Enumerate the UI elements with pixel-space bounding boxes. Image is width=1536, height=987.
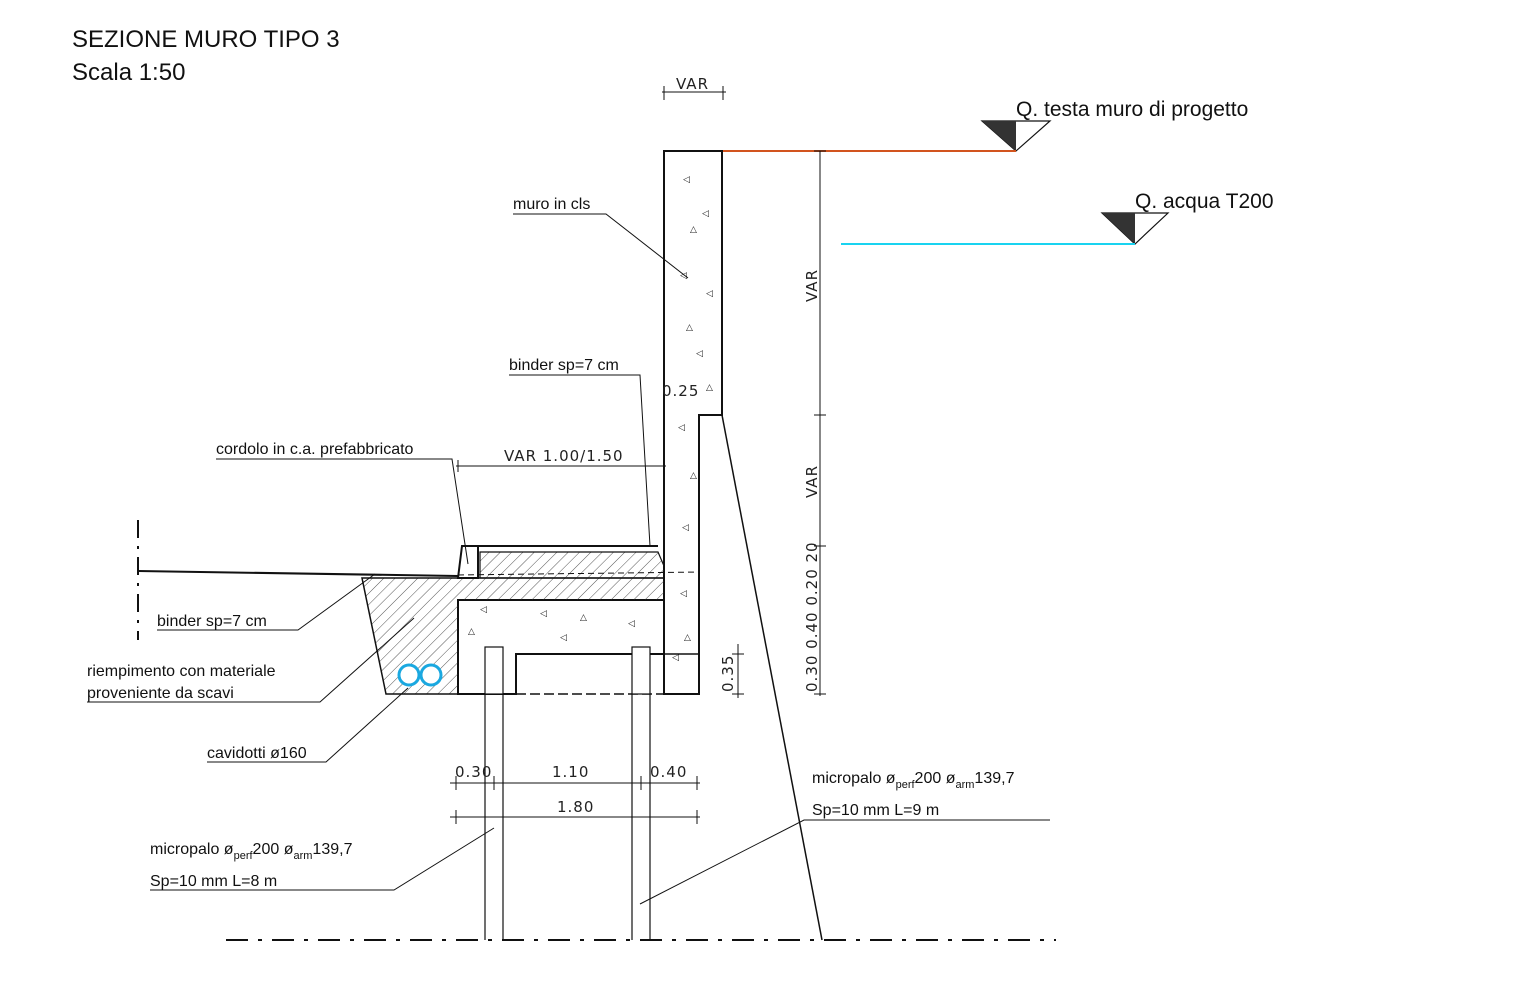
svg-text:△: △ [690, 471, 698, 481]
svg-text:△: △ [580, 613, 588, 623]
label-micropile-right-line1: micropalo øperf200 øarm139,7 [812, 770, 1015, 791]
svg-text:△: △ [686, 323, 694, 333]
inclined-ground-line [721, 414, 823, 941]
conduit-pair [397, 663, 443, 687]
label-fill-line2: proveniente da scavi [87, 685, 234, 702]
label-conduits: cavidotti ø160 [207, 687, 409, 763]
road-surface [137, 520, 701, 640]
slab-width-dimension: VAR 1.00/1.50 [456, 447, 666, 472]
svg-text:◁: ◁ [628, 619, 636, 629]
label-fill: riempimento con materiale proveniente da… [87, 617, 415, 703]
right-upper-var-label: VAR [803, 269, 821, 302]
svg-text:◁: ◁ [682, 523, 690, 533]
label-binder-top-text: binder sp=7 cm [509, 357, 619, 374]
label-binder-left-text: binder sp=7 cm [157, 613, 267, 630]
water-level-marker: Q. acqua T200 [841, 190, 1274, 245]
label-conduits-text: cavidotti ø160 [207, 745, 307, 762]
footing-total-label: 1.80 [557, 798, 594, 816]
label-micropile-left-line1: micropalo øperf200 øarm139,7 [150, 841, 353, 862]
svg-text:◁: ◁ [706, 289, 714, 299]
right-vertical-dimension: VAR VAR 0.30 0.40 0.20 20 [803, 150, 826, 696]
pile-left-offset-label: 0.30 [455, 763, 492, 781]
drawing-title: SEZIONE MURO TIPO 3 [72, 26, 340, 53]
svg-text:◁: ◁ [680, 271, 688, 281]
footing-height-dimension: 0.35 [719, 644, 744, 698]
svg-text:◁: ◁ [678, 423, 686, 433]
label-micropile-left: micropalo øperf200 øarm139,7 Sp=10 mm L=… [150, 827, 495, 891]
svg-text:△: △ [690, 225, 698, 235]
label-curb: cordolo in c.a. prefabbricato [216, 441, 469, 565]
wall-head-level-label: Q. testa muro di progetto [1016, 98, 1248, 121]
label-binder-top: binder sp=7 cm [509, 357, 651, 547]
label-micropile-right: micropalo øperf200 øarm139,7 Sp=10 mm L=… [639, 770, 1050, 905]
label-micropile-right-line2: Sp=10 mm L=9 m [812, 802, 939, 819]
drawing-scale: Scala 1:50 [72, 59, 185, 86]
svg-text:◁: ◁ [702, 209, 710, 219]
svg-text:◁: ◁ [540, 609, 548, 619]
wall-thickness-label: 0.25 [662, 382, 699, 400]
svg-text:◁: ◁ [683, 175, 691, 185]
footing-height-label: 0.35 [719, 655, 737, 692]
micropile-left [484, 646, 504, 940]
top-width-label: VAR [676, 75, 709, 93]
label-wall-text: muro in cls [513, 196, 590, 213]
label-fill-line1: riempimento con materiale [87, 663, 276, 680]
right-lower-var-label: VAR [803, 465, 821, 498]
label-wall: muro in cls [513, 196, 689, 279]
pile-right-offset-label: 0.40 [650, 763, 687, 781]
pile-spacing-dimensions: 0.30 1.10 0.40 1.80 [450, 763, 700, 824]
svg-text:△: △ [684, 633, 692, 643]
svg-text:◁: ◁ [680, 589, 688, 599]
footing-slab: ◁ ◁ △ ◁ △ ◁ [457, 599, 699, 695]
slab-width-label: VAR 1.00/1.50 [504, 447, 624, 465]
micropile-right [631, 646, 651, 940]
svg-text:◁: ◁ [672, 653, 680, 663]
label-binder-left: binder sp=7 cm [157, 573, 376, 631]
svg-text:△: △ [468, 627, 476, 637]
label-curb-text: cordolo in c.a. prefabbricato [216, 441, 414, 458]
fill-material-hatch [361, 551, 665, 695]
svg-text:◁: ◁ [480, 605, 488, 615]
pile-spacing-label: 1.10 [552, 763, 589, 781]
svg-text:◁: ◁ [560, 633, 568, 643]
right-stack-label: 0.30 0.40 0.20 20 [803, 541, 821, 692]
label-micropile-left-line2: Sp=10 mm L=8 m [150, 873, 277, 890]
water-level-label: Q. acqua T200 [1135, 190, 1274, 213]
wall-head-level-marker: Q. testa muro di progetto [722, 98, 1248, 152]
svg-text:◁: ◁ [696, 349, 704, 359]
svg-text:△: △ [706, 383, 714, 393]
top-width-dimension: VAR [662, 75, 726, 100]
concrete-wall: ◁ ◁ △ ◁ ◁ △ ◁ △ ◁ △ ◁ ◁ △ ◁ [663, 150, 723, 695]
